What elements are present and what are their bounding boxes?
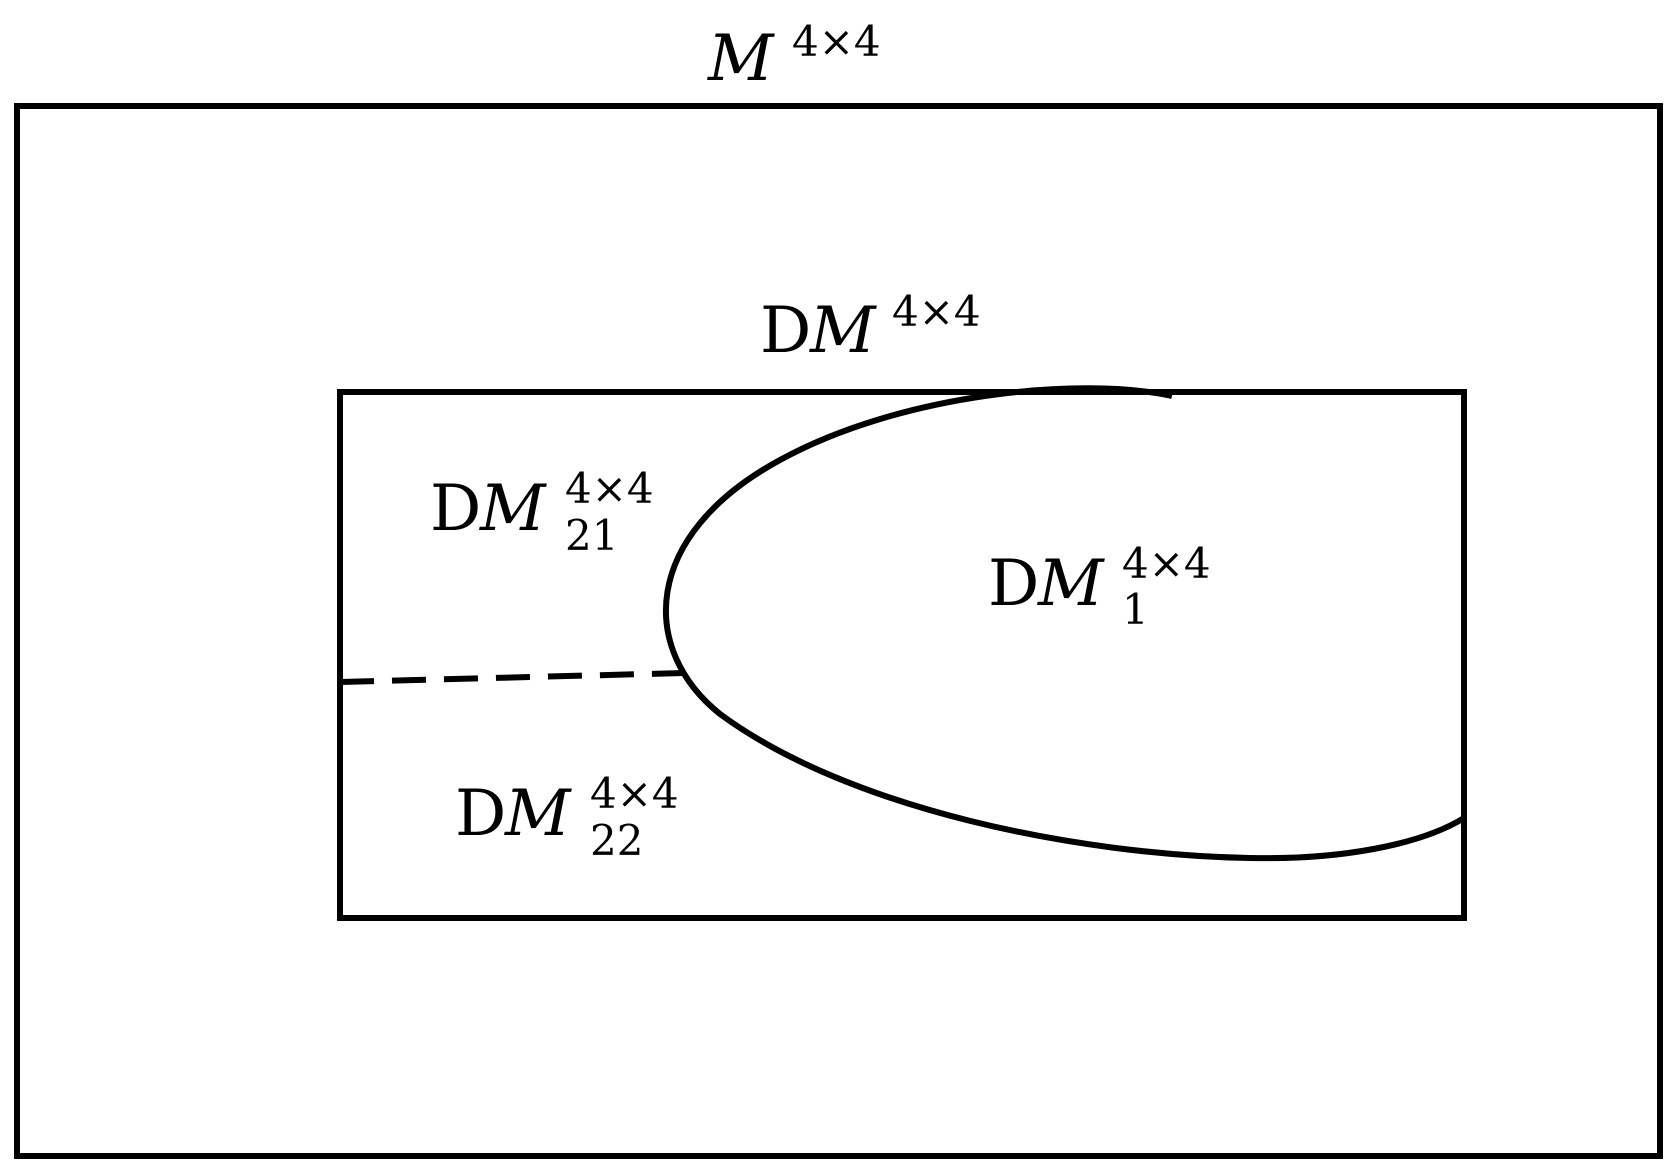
region-1-subscript: 1 <box>1122 585 1149 634</box>
region-21-prefix: D <box>430 472 481 546</box>
region-21-symbol: M <box>479 472 547 546</box>
inner-set-box <box>337 389 1467 921</box>
region-22-prefix: D <box>455 777 506 851</box>
region-21-label: D M 4×4 21 <box>430 464 659 560</box>
region-1-label: D M 4×4 1 <box>988 539 1216 634</box>
inner-prefix: D <box>760 294 811 368</box>
region-22-label: D M 4×4 22 <box>455 769 684 865</box>
region-1-boundary <box>663 385 1466 862</box>
outer-superscript: 4×4 <box>792 17 881 66</box>
outer-symbol: M <box>707 22 775 96</box>
region-21-superscript: 4×4 <box>565 464 654 513</box>
inner-superscript: 4×4 <box>892 287 981 336</box>
region-22-subscript: 22 <box>590 816 643 865</box>
region-separator-dashed <box>339 670 685 685</box>
region-1-prefix: D <box>988 547 1039 621</box>
outer-set-box <box>14 103 1663 1159</box>
region-1-superscript: 4×4 <box>1122 539 1211 588</box>
region-22-symbol: M <box>504 777 572 851</box>
region-21-subscript: 21 <box>565 511 618 560</box>
inner-symbol: M <box>809 294 877 368</box>
inner-set-label: D M 4×4 <box>760 287 981 368</box>
region-1-symbol: M <box>1037 547 1105 621</box>
outer-set-label: M 4×4 <box>707 17 881 96</box>
region-22-superscript: 4×4 <box>590 769 679 818</box>
